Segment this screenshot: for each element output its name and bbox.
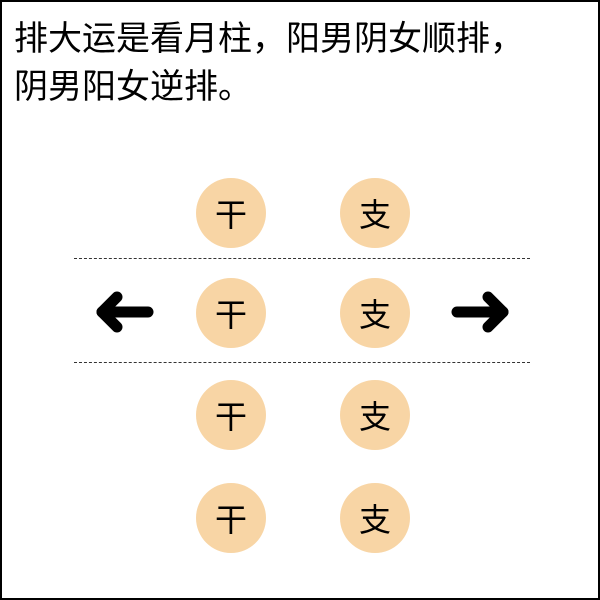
stem-circle: 干 [196,178,266,248]
bottom-divider [74,362,530,363]
branch-circle: 支 [340,380,410,450]
caption-line-1: 排大运是看月柱，阳男阴女顺排， [14,19,524,59]
stem-circle: 干 [196,483,266,553]
month-branch-circle: 支 [340,278,410,348]
branch-circle: 支 [340,483,410,553]
caption-line-2: 阴男阳女逆排。 [14,67,252,107]
arrow-left-icon [96,291,154,333]
caption: 排大运是看月柱，阳男阴女顺排， 阴男阳女逆排。 [14,15,586,111]
arrow-right-icon [451,291,509,333]
stem-circle: 干 [196,380,266,450]
branch-circle: 支 [340,178,410,248]
month-stem-circle: 干 [196,278,266,348]
top-divider [74,258,530,259]
